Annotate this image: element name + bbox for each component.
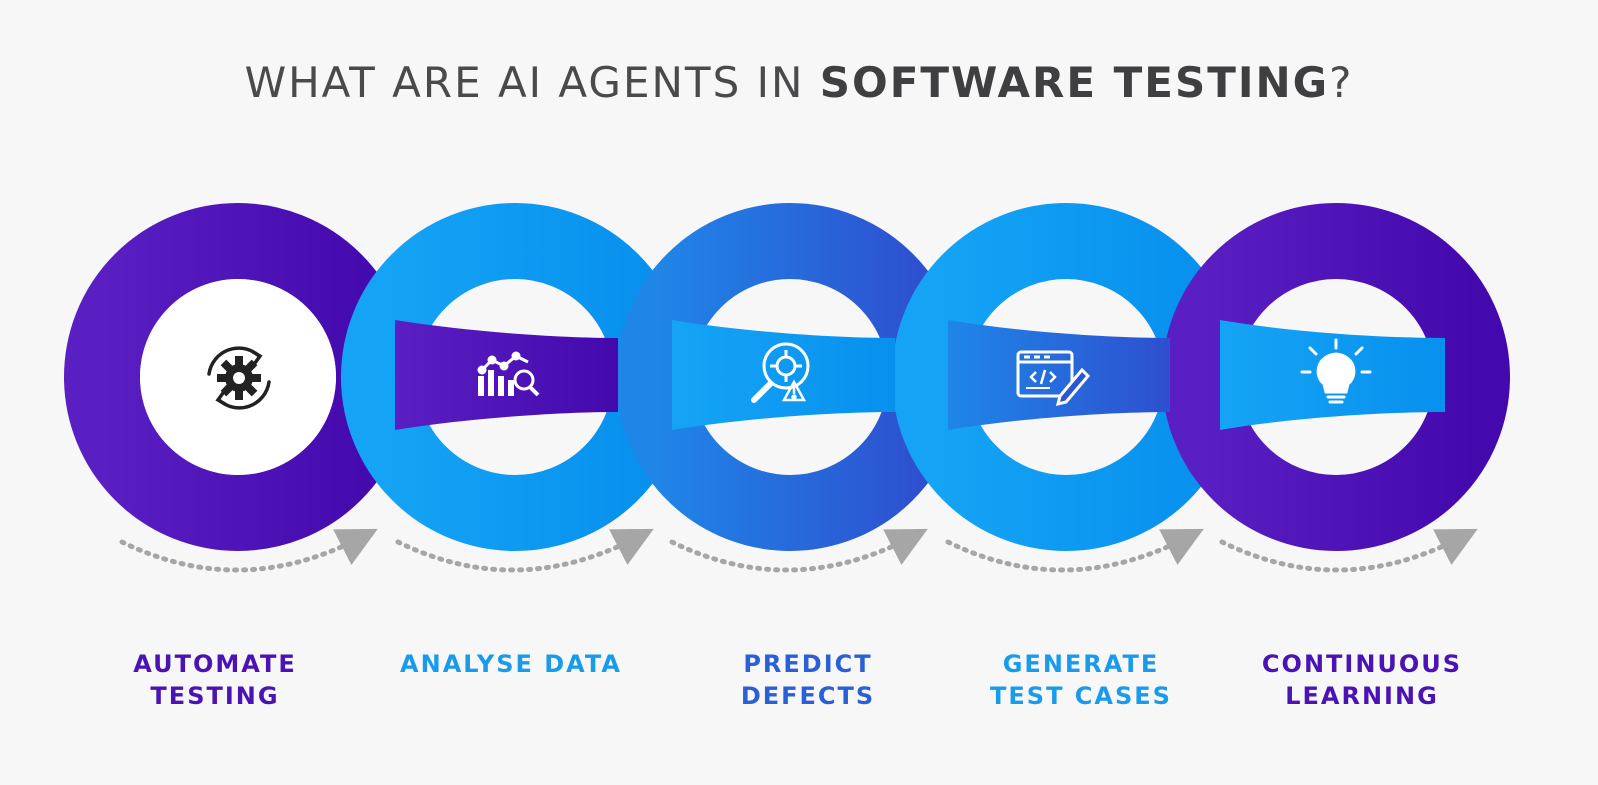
chart-magnifier-icon	[477, 351, 540, 397]
band-3	[948, 320, 1170, 430]
arrow-2	[395, 528, 654, 573]
band-1	[395, 320, 618, 430]
step-label-continuous-learning: CONTINUOUS LEARNING	[1261, 650, 1463, 710]
arrow-3	[669, 528, 928, 573]
step-label-generate-test-cases: GENERATE TEST CASES	[990, 650, 1172, 710]
title-suffix: ?	[1329, 58, 1354, 107]
arrow-1	[119, 528, 378, 573]
title-bold: SOFTWARE TESTING	[819, 58, 1330, 107]
ring-5	[1162, 203, 1510, 551]
step-label-predict-defects: PREDICT DEFECTS	[740, 650, 876, 710]
rings	[64, 203, 1510, 551]
bug-search-warning-icon	[751, 342, 810, 403]
page-title: WHAT ARE AI AGENTS IN SOFTWARE TESTING?	[0, 58, 1598, 107]
title-prefix: WHAT ARE AI AGENTS IN	[244, 58, 820, 107]
gear-cycle-icon	[207, 346, 271, 410]
step-label-automate-testing: AUTOMATE TESTING	[133, 650, 297, 710]
lightbulb-icon	[1300, 338, 1372, 404]
progress-arrows	[119, 528, 1478, 573]
step-label-analyse-data: ANALYSE DATA	[400, 650, 622, 678]
arrow-5	[1219, 528, 1478, 573]
code-pencil-icon	[1016, 350, 1091, 407]
arrow-4	[945, 528, 1204, 573]
